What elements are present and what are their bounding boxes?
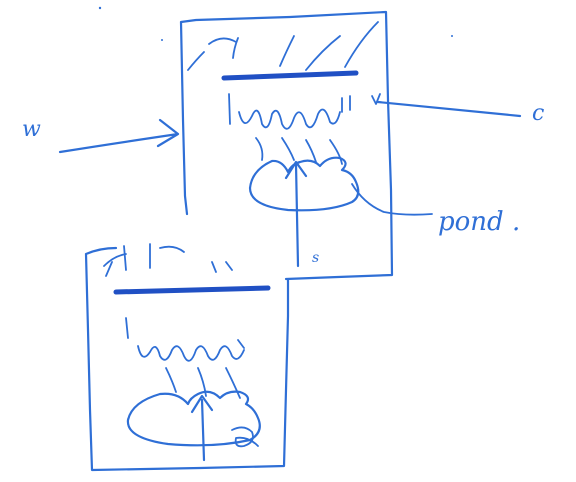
inflow-arrow <box>60 120 178 152</box>
outflow-arrow <box>378 102 520 116</box>
upper-box-cloud <box>250 158 358 211</box>
upper-box-arrow-up <box>286 162 306 266</box>
stray-dot <box>161 39 163 41</box>
upper-box-rays <box>188 22 378 70</box>
label-pond: pond . <box>438 207 520 237</box>
label-w: w <box>22 117 41 142</box>
lower-box-bar <box>116 288 268 292</box>
label-s: s <box>312 250 319 266</box>
lower-box-marks <box>104 244 232 276</box>
lower-box <box>86 244 288 470</box>
upper-box <box>181 12 432 279</box>
stray-dot <box>451 35 453 37</box>
stray-dot <box>99 7 101 9</box>
upper-box-bar <box>224 73 356 78</box>
lower-box-squiggle <box>126 318 244 361</box>
upper-box-squiggle <box>229 94 350 129</box>
label-c: c <box>532 101 544 126</box>
lower-box-arrow-up <box>192 396 212 460</box>
